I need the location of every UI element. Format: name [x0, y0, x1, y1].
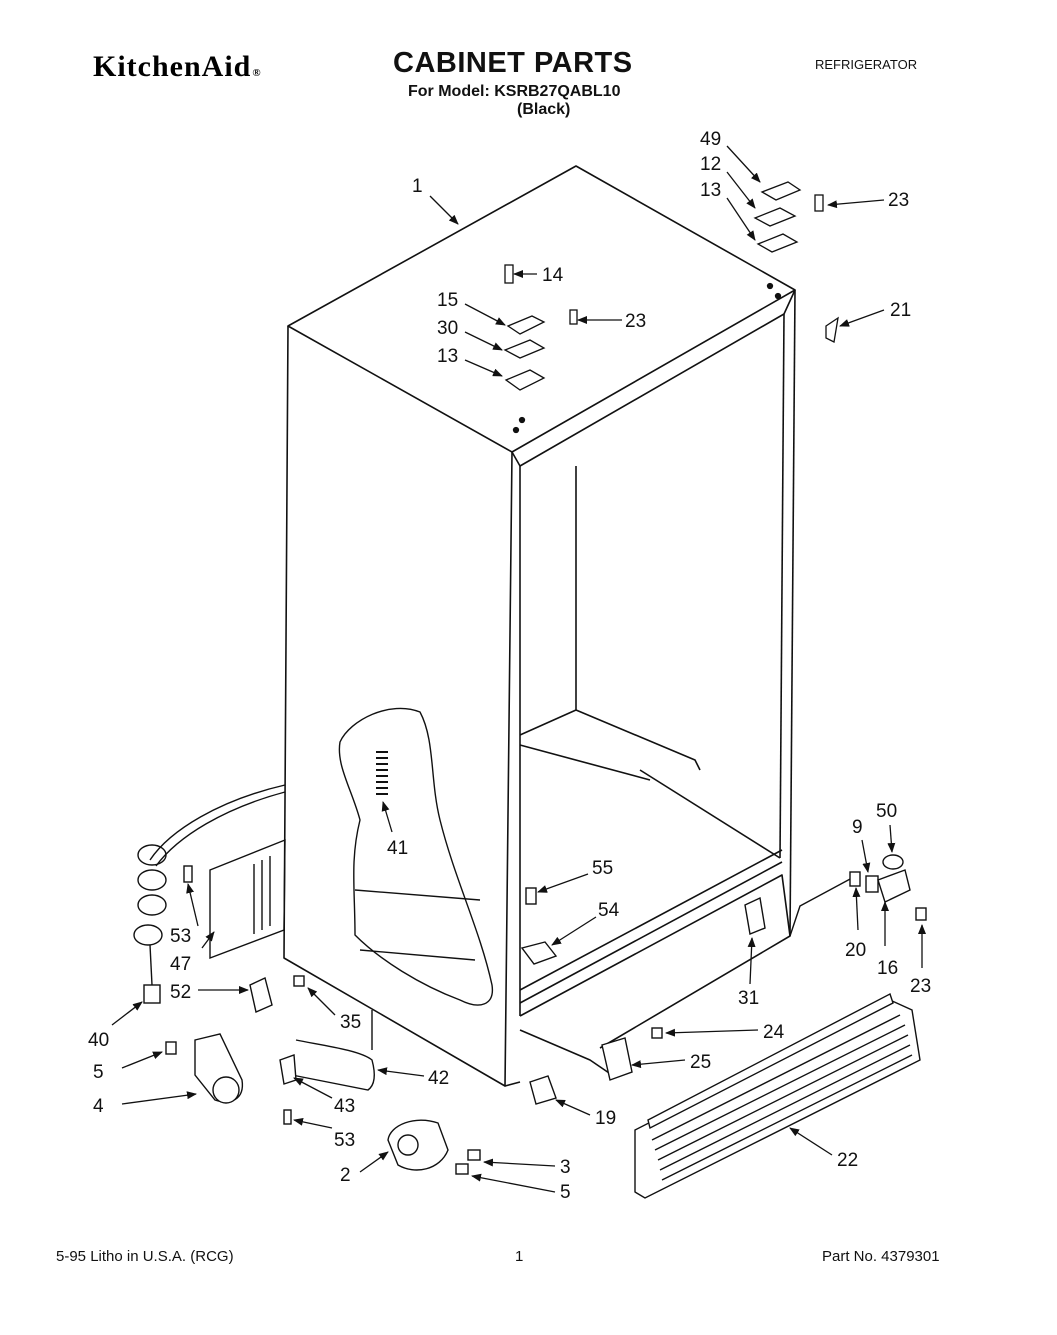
model-line: For Model: KSRB27QABL10 [408, 83, 621, 100]
kitchenaid-logo: KitchenAid® [93, 50, 262, 83]
callout-41: 41 [387, 838, 408, 859]
footer-print-info: 5-95 Litho in U.S.A. (RCG) [56, 1248, 234, 1265]
callout-55: 55 [592, 858, 613, 879]
callout-4: 4 [93, 1096, 104, 1117]
callout-35: 35 [340, 1012, 361, 1033]
power-cord-assembly [133, 784, 286, 1004]
callout-leaders [111, 145, 926, 1193]
callout-31: 31 [738, 988, 759, 1009]
callout-49: 49 [700, 129, 721, 150]
callout-23: 23 [888, 190, 909, 211]
callout-24: 24 [763, 1022, 785, 1043]
upper-hinge-left [503, 264, 578, 434]
callout-14: 14 [542, 265, 564, 286]
callout-25: 25 [690, 1052, 711, 1073]
callout-19: 19 [595, 1108, 616, 1129]
callout-40: 40 [88, 1030, 109, 1051]
footer-part-number: Part No. 4379301 [822, 1248, 940, 1265]
callout-2: 2 [340, 1165, 351, 1186]
callout-53: 53 [334, 1130, 355, 1151]
page-title: CABINET PARTS [393, 47, 633, 79]
product-category: REFRIGERATOR [815, 57, 918, 72]
callout-23: 23 [625, 311, 646, 332]
callout-23: 23 [910, 976, 931, 997]
callout-53: 53 [170, 926, 191, 947]
callout-21: 21 [890, 300, 911, 321]
cabinet-shell [283, 165, 796, 1087]
callout-50: 50 [876, 801, 897, 822]
color-line: (Black) [517, 101, 571, 118]
callout-1: 1 [412, 176, 423, 197]
callout-16: 16 [877, 958, 898, 979]
lower-right-parts [520, 854, 927, 1105]
cutaway-section [338, 707, 494, 1006]
callout-3: 3 [560, 1157, 571, 1178]
callout-9: 9 [852, 817, 863, 838]
callout-22: 22 [837, 1150, 858, 1171]
upper-hinge-right [753, 181, 839, 343]
callout-47: 47 [170, 954, 191, 975]
lower-left-parts [165, 975, 481, 1175]
callout-43: 43 [334, 1096, 355, 1117]
callout-5: 5 [93, 1062, 104, 1083]
callout-52: 52 [170, 982, 191, 1003]
callout-13: 13 [700, 180, 721, 201]
callout-15: 15 [437, 290, 458, 311]
callout-12: 12 [700, 154, 721, 175]
cabinet-screw-41 [376, 751, 388, 795]
callout-13: 13 [437, 346, 458, 367]
callout-42: 42 [428, 1068, 449, 1089]
toe-grille-22 [634, 993, 921, 1199]
callout-labels: 1 14 15 30 13 23 49 12 13 23 21 41 55 54… [88, 129, 931, 1203]
callout-30: 30 [437, 318, 458, 339]
callout-54: 54 [598, 900, 620, 921]
footer-page-number: 1 [515, 1248, 524, 1265]
callout-20: 20 [845, 940, 866, 961]
callout-5: 5 [560, 1182, 571, 1203]
